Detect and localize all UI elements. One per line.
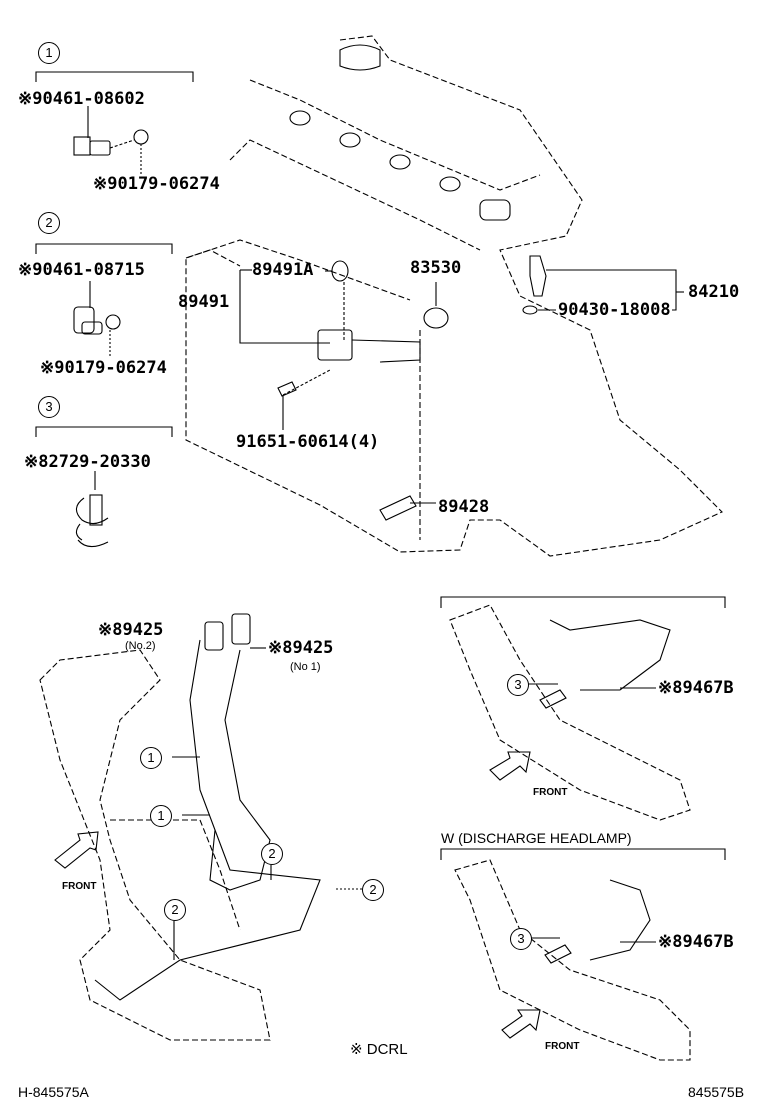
ref-circle-3: 3 — [510, 928, 532, 950]
footnote-dcrl: ※ DCRL — [350, 1041, 408, 1058]
connector-icon — [231, 613, 251, 645]
part-number[interactable]: ※89425 — [268, 638, 334, 658]
o2-sensor-icon — [539, 689, 567, 709]
sensor-wire — [589, 879, 651, 961]
clip-icon — [73, 281, 121, 358]
ref-circle-2: 2 — [261, 843, 283, 865]
exhaust-pipe-bottom — [454, 859, 691, 1061]
oil-pressure-switch-icon — [529, 255, 547, 297]
variant-title: W (DISCHARGE HEADLAMP) — [441, 830, 632, 846]
throttle-sensor-icon — [317, 329, 421, 363]
front-arrow-icon — [501, 1009, 541, 1039]
part-number[interactable]: ※89467B — [658, 678, 734, 698]
exhaust-pipe-top — [449, 604, 691, 821]
ref-circle-1: 1 — [38, 42, 60, 64]
temp-sensor-icon — [379, 495, 417, 521]
part-number[interactable]: 90430-18008 — [558, 300, 671, 320]
part-number[interactable]: ※90179-06274 — [40, 358, 167, 378]
part-number[interactable]: 89428 — [438, 497, 490, 517]
front-label: FRONT — [533, 787, 568, 798]
part-number[interactable]: 83530 — [410, 258, 462, 278]
part-number[interactable]: ※89467B — [658, 932, 734, 952]
group2-bracket — [35, 243, 173, 254]
part-number[interactable]: ※90461-08715 — [18, 260, 145, 280]
ref-circle-2: 2 — [362, 879, 384, 901]
connector-icon — [204, 621, 224, 651]
part-number[interactable]: 89491A — [252, 260, 314, 280]
w-bracket-bottom — [440, 848, 726, 860]
sensor-harness — [94, 639, 321, 1001]
group1-bracket — [35, 71, 194, 82]
bolt-icon — [277, 381, 297, 397]
ref-circle-3: 3 — [38, 396, 60, 418]
front-label: FRONT — [62, 881, 97, 892]
switch-icon — [423, 307, 449, 329]
w-bracket-top — [440, 596, 726, 608]
engine-block-outline — [185, 35, 723, 557]
front-arrow-icon — [54, 831, 99, 869]
cylinder-head-detail — [289, 44, 511, 221]
sensor-wire — [549, 619, 671, 691]
front-label: FRONT — [545, 1041, 580, 1052]
part-number[interactable]: ※89425 — [98, 620, 164, 640]
o2-sensor-icon — [544, 944, 572, 964]
clamp-icon — [73, 106, 149, 176]
part-number[interactable]: 89491 — [178, 292, 230, 312]
ref-circle-1: 1 — [150, 805, 172, 827]
diagram-code-right: 845575B — [688, 1084, 745, 1100]
sensor-position-label: (No 1) — [290, 661, 321, 673]
part-number[interactable]: ※82729-20330 — [24, 452, 151, 472]
part-number[interactable]: ※90179-06274 — [93, 174, 220, 194]
ref-circle-2: 2 — [38, 212, 60, 234]
front-arrow-icon — [489, 751, 531, 781]
bracket-clamp-icon — [75, 471, 109, 548]
ref-circle-1: 1 — [140, 747, 162, 769]
sensor-position-label: (No.2) — [125, 640, 156, 652]
ref-circle-2: 2 — [164, 899, 186, 921]
diagram-code-left: H-845575A — [18, 1084, 89, 1100]
part-number[interactable]: 91651-60614(4) — [236, 432, 380, 452]
group3-bracket — [35, 426, 173, 437]
ref-circle-3: 3 — [507, 674, 529, 696]
part-number[interactable]: ※90461-08602 — [18, 89, 145, 109]
part-number[interactable]: 84210 — [688, 282, 740, 302]
